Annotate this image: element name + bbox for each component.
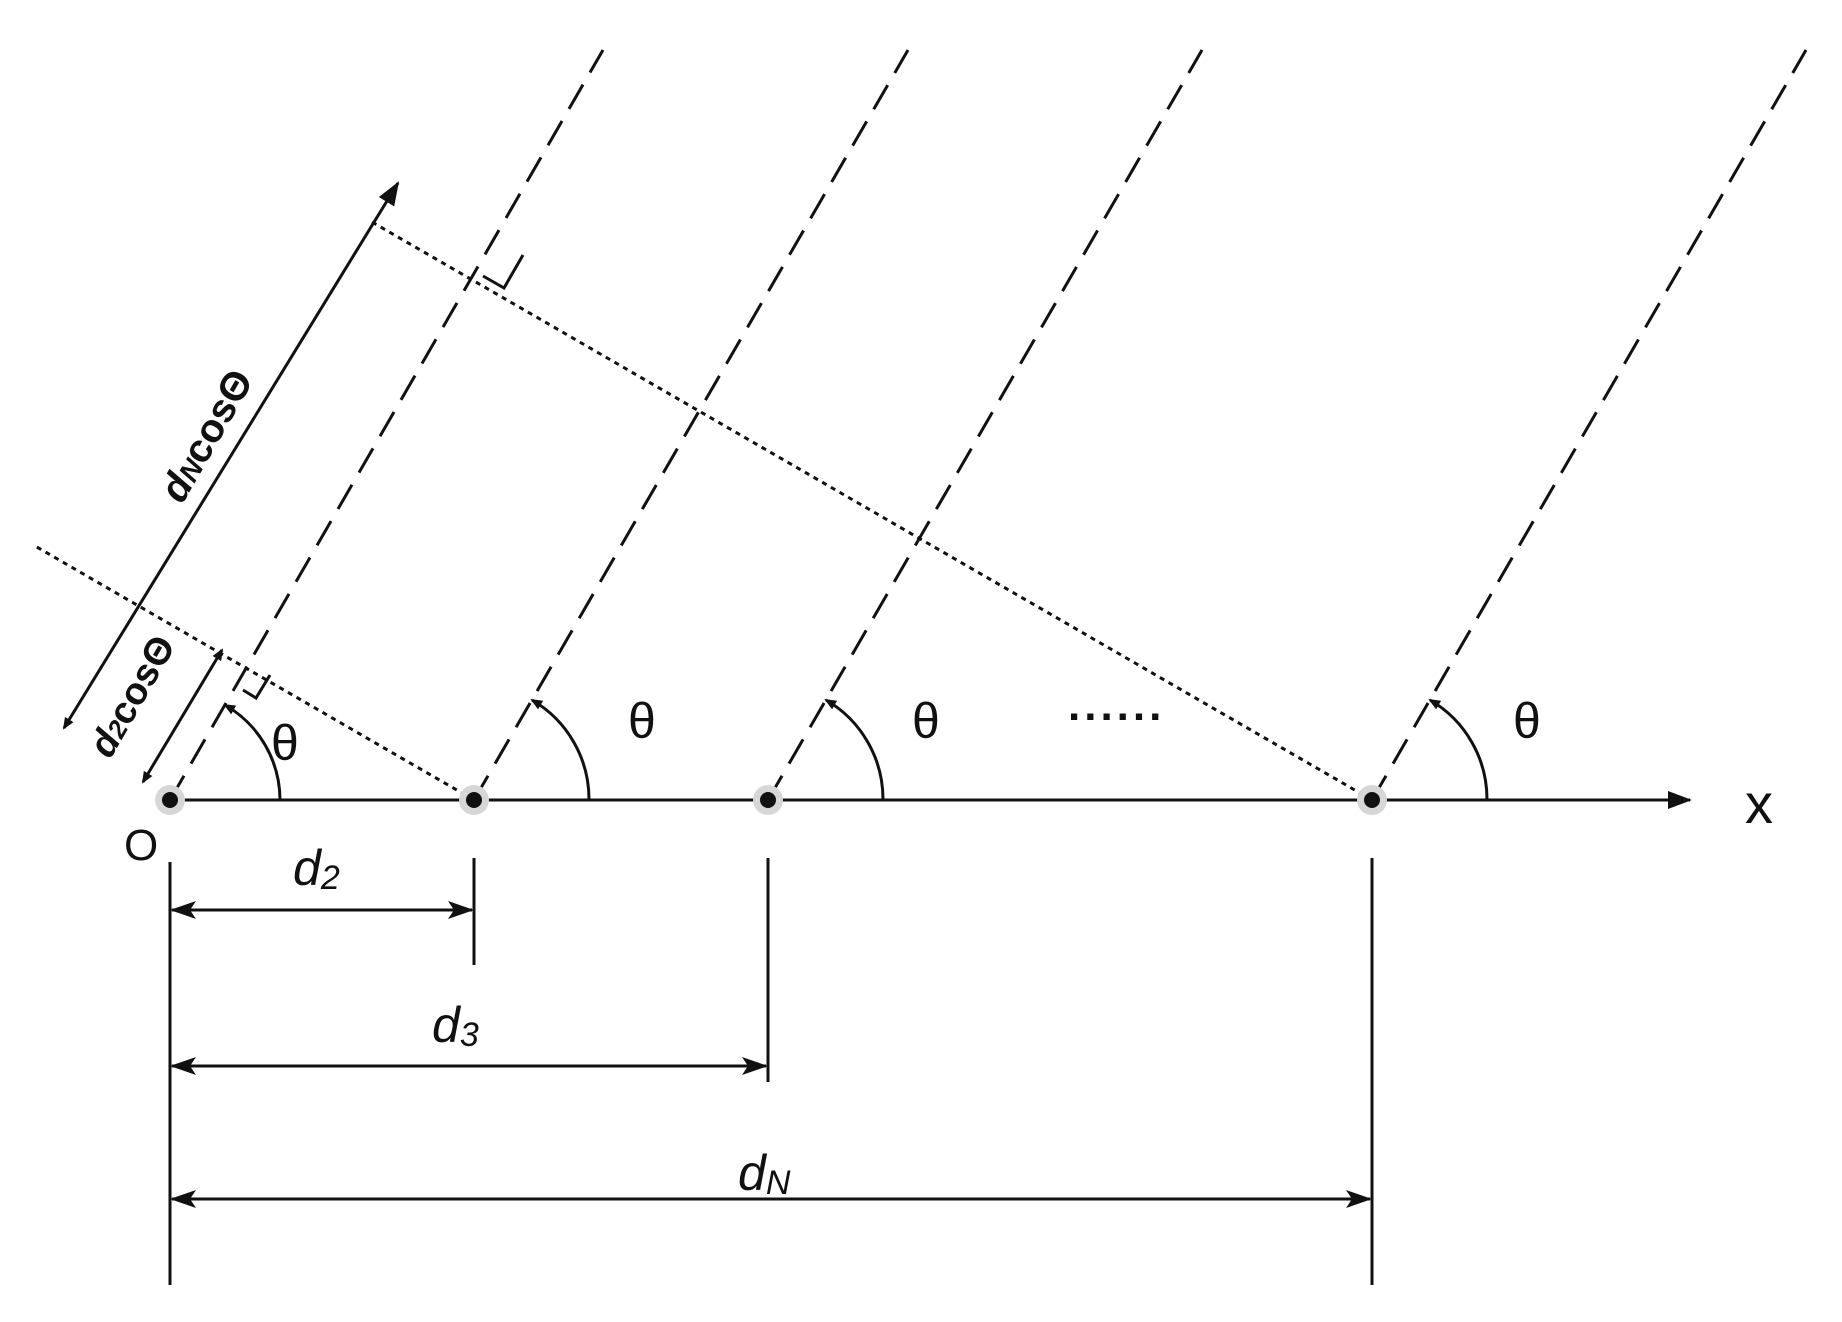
element-dot-2-core (466, 792, 482, 808)
theta-label-element-N: θ (1513, 693, 1541, 749)
label-dN: dN (738, 1145, 791, 1202)
label-d2: d2 (293, 840, 340, 897)
ray-element-3 (766, 49, 1204, 801)
ray-element-N (1370, 49, 1808, 801)
dimension-arrow-dN-cos (62, 181, 400, 730)
angle-arc-element-2 (530, 698, 591, 801)
angle-arcs (223, 698, 1489, 801)
right-angle-marker-dN (482, 254, 525, 291)
ellipsis: ...... (1068, 681, 1165, 730)
axis-label-x: x (1745, 772, 1773, 835)
angle-arc-element-3 (824, 698, 885, 801)
array-elements (155, 785, 1387, 815)
label-dN-cos-theta: dNcosΘ (152, 362, 262, 509)
right-angle-markers (242, 254, 525, 701)
element-dot-origin-core (162, 792, 178, 808)
ray-element-2 (472, 49, 910, 801)
angle-arc-origin (223, 703, 282, 801)
label-d2-cos-theta: d2cosΘ (81, 629, 184, 765)
extension-lines (168, 858, 1374, 1285)
theta-label-origin: θ (271, 715, 299, 771)
incident-rays (168, 49, 1808, 801)
distance-dimensions (170, 901, 1372, 1208)
wavefront-element-2 (34, 544, 475, 802)
element-dot-N-core (1364, 792, 1380, 808)
wavefront-element-N (371, 220, 1373, 802)
element-dot-3-core (760, 792, 776, 808)
theta-label-element-2: θ (628, 693, 656, 749)
theta-label-element-3: θ (912, 693, 940, 749)
dimension-arrow-d2-cos (141, 648, 224, 784)
angle-arc-element-N (1428, 698, 1489, 801)
label-d3: d3 (432, 997, 479, 1054)
origin-label: O (124, 821, 158, 870)
